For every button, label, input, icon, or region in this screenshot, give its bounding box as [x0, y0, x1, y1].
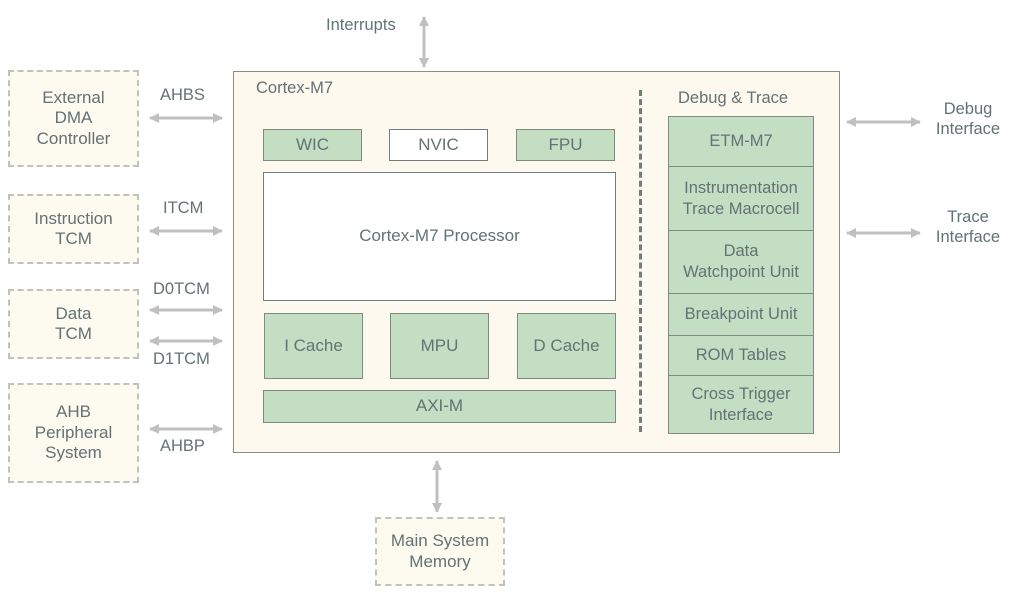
external-dma-controller-block: External DMA Controller — [8, 70, 139, 167]
itcm-label: ITCM — [163, 199, 204, 217]
trace-interface-label: Trace Interface — [935, 208, 1001, 246]
cross-trigger-interface-unit: Cross Trigger Interface — [691, 384, 791, 424]
instruction-tcm-block: Instruction TCM — [8, 194, 139, 264]
debug-divider — [639, 90, 642, 432]
main-system-memory-block: Main System Memory — [375, 517, 505, 586]
d1tcm-label: D1TCM — [153, 350, 210, 368]
ahbp-label: AHBP — [160, 437, 205, 455]
core-title: Cortex-M7 — [256, 79, 334, 97]
data-tcm-block: Data TCM — [8, 289, 139, 359]
icache-block: I Cache — [264, 313, 363, 379]
ahbs-label: AHBS — [160, 86, 205, 104]
debug-trace-stack: ETM-M7 Instrumentation Trace Macrocell D… — [668, 116, 814, 434]
ahb-peripheral-system-block: AHB Peripheral System — [8, 383, 139, 483]
d0tcm-label: D0TCM — [153, 280, 210, 298]
wic-block: WIC — [263, 129, 362, 161]
interrupts-label: Interrupts — [326, 16, 396, 34]
fpu-block: FPU — [516, 129, 615, 161]
etm-m7-unit: ETM-M7 — [669, 117, 813, 167]
itm-unit: Instrumentation Trace Macrocell — [669, 167, 813, 231]
debug-interface-label: Debug Interface — [935, 100, 1001, 138]
breakpoint-unit: Breakpoint Unit — [669, 294, 813, 336]
rom-tables-unit: ROM Tables — [669, 336, 813, 376]
dwt-unit: Data Watchpoint Unit — [669, 231, 813, 294]
mpu-block: MPU — [390, 313, 489, 379]
dcache-block: D Cache — [517, 313, 616, 379]
nvic-block: NVIC — [389, 129, 488, 161]
debug-trace-title: Debug & Trace — [678, 89, 789, 107]
axim-block: AXI-M — [263, 390, 616, 423]
processor-block: Cortex-M7 Processor — [263, 172, 616, 301]
